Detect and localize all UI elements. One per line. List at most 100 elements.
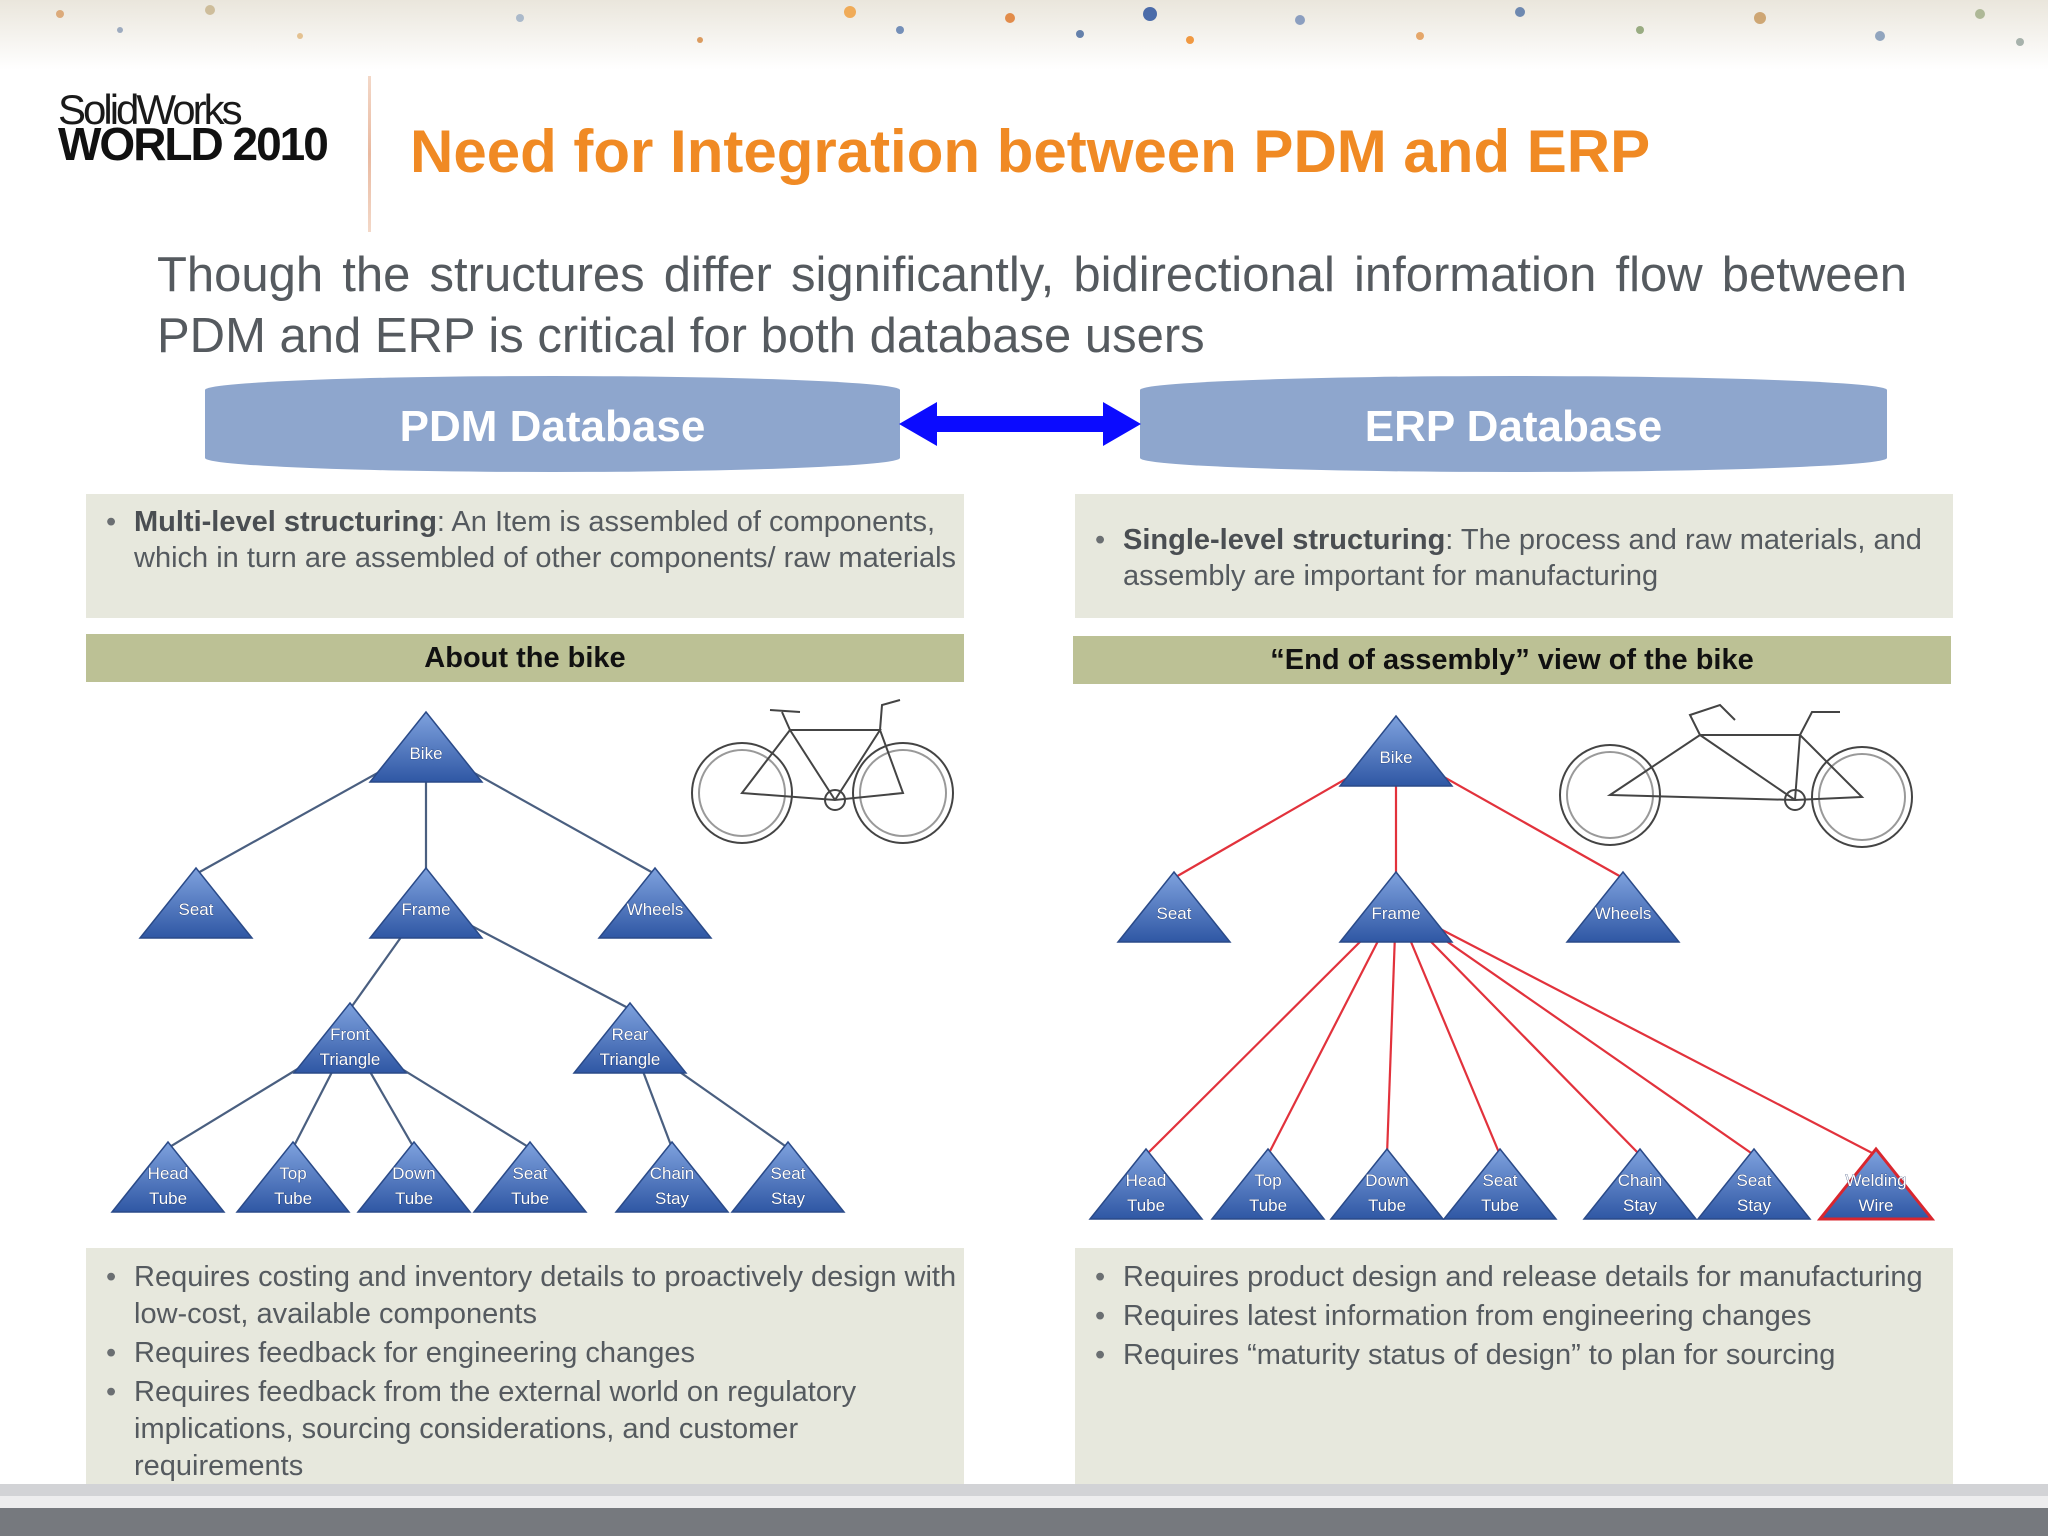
slide-title: Need for Integration between PDM and ERP	[410, 118, 1651, 185]
node-label: Tube	[395, 1189, 433, 1208]
erp-requirement-item: Requires “maturity status of design” to …	[1075, 1337, 1953, 1374]
pdm-node-seat: Seat	[138, 866, 254, 939]
triangle-node-icon	[368, 866, 484, 939]
node-label: Head	[1126, 1171, 1167, 1190]
logo-line-2: WORLD 2010	[58, 118, 329, 170]
node-label: Stay	[1737, 1196, 1772, 1215]
node-label: Tube	[1127, 1196, 1165, 1215]
triangle-node-icon	[572, 1001, 688, 1074]
node-label: Stay	[1623, 1196, 1658, 1215]
erp-structuring-item: Single-level structuring: The process an…	[1075, 522, 1953, 594]
triangle-node-icon	[1088, 1147, 1204, 1220]
erp-structuring-box: Single-level structuring: The process an…	[1075, 494, 1953, 618]
node-label: Wheels	[627, 900, 684, 919]
node-label: Wire	[1859, 1196, 1894, 1215]
decorative-top-band	[0, 0, 2048, 70]
pdm-bicycle-icon	[691, 699, 954, 844]
triangle-node-icon	[597, 866, 713, 939]
erp-node-wheels: Wheels	[1565, 870, 1681, 943]
node-label: Wheels	[1595, 904, 1652, 923]
triangle-node-icon	[235, 1140, 351, 1213]
triangle-node-icon	[1565, 870, 1681, 943]
triangle-node-icon	[1696, 1147, 1812, 1220]
triangle-node-icon	[1816, 1146, 1936, 1221]
node-label: Stay	[771, 1189, 806, 1208]
erp-requirement-item: Requires latest information from enginee…	[1075, 1298, 1953, 1335]
node-label: Seat	[771, 1164, 806, 1183]
triangle-node-icon	[356, 1140, 472, 1213]
node-label: Welding	[1845, 1171, 1906, 1190]
pdm-structuring-item: Multi-level structuring: An Item is asse…	[86, 504, 964, 576]
node-label: Seat	[1737, 1171, 1772, 1190]
node-label: Bike	[1379, 748, 1412, 767]
node-label: Seat	[179, 900, 214, 919]
node-label: Top	[1254, 1171, 1281, 1190]
triangle-node-icon	[472, 1140, 588, 1213]
tree-edge	[1145, 905, 1397, 1156]
node-label: Frame	[1371, 904, 1420, 923]
bidirectional-arrow-icon	[899, 402, 1141, 446]
triangle-node-icon	[1329, 1147, 1445, 1220]
pdm-node-wheels: Wheels	[597, 866, 713, 939]
node-label: Rear	[612, 1025, 649, 1044]
triangle-node-icon	[1338, 870, 1454, 943]
erp-requirement-item: Requires product design and release deta…	[1075, 1259, 1953, 1296]
node-label: Head	[148, 1164, 189, 1183]
erp-database-label: ERP Database	[1140, 376, 1887, 472]
pdm-database-label: PDM Database	[205, 376, 900, 472]
triangle-node-icon	[1116, 870, 1232, 943]
node-label: Seat	[1157, 904, 1192, 923]
node-label: Chain	[650, 1164, 694, 1183]
erp-node-frame: Frame	[1338, 870, 1454, 943]
pdm-requirement-item: Requires feedback from the external worl…	[86, 1374, 964, 1485]
erp-node-seat: Seat	[1116, 870, 1232, 943]
node-label: Down	[392, 1164, 435, 1183]
pdm-node-frame: Frame	[368, 866, 484, 939]
pdm-node-bike: Bike	[368, 710, 484, 783]
node-label: Tube	[1368, 1196, 1406, 1215]
node-label: Tube	[1249, 1196, 1287, 1215]
node-label: Tube	[511, 1189, 549, 1208]
triangle-node-icon	[110, 1140, 226, 1213]
tree-edge	[1267, 905, 1397, 1156]
triangle-node-icon	[1442, 1147, 1558, 1220]
triangle-node-icon	[730, 1140, 846, 1213]
node-label: Seat	[1483, 1171, 1518, 1190]
node-label: Tube	[274, 1189, 312, 1208]
pdm-requirement-item: Requires feedback for engineering change…	[86, 1335, 964, 1372]
triangle-node-icon	[1582, 1147, 1698, 1220]
pdm-tree-header: About the bike	[86, 634, 964, 682]
erp-bicycle-icon	[1559, 703, 1913, 848]
node-label: Triangle	[320, 1050, 381, 1069]
node-label: Seat	[513, 1164, 548, 1183]
tree-edge	[1395, 905, 1641, 1156]
tree-edge	[1394, 905, 1502, 1156]
node-label: Chain	[1618, 1171, 1662, 1190]
tree-edge	[1395, 905, 1755, 1156]
node-label: Top	[279, 1164, 306, 1183]
triangle-node-icon	[292, 1001, 408, 1074]
pdm-requirements-box: Requires costing and inventory details t…	[86, 1248, 964, 1484]
erp-tree-header: “End of assembly” view of the bike	[1073, 636, 1951, 684]
decorative-footer-stripe	[0, 1484, 2048, 1536]
node-label: Front	[330, 1025, 370, 1044]
triangle-node-icon	[1210, 1147, 1326, 1220]
node-label: Tube	[149, 1189, 187, 1208]
logo-line-1: SolidWorks	[58, 86, 243, 133]
node-label: Triangle	[600, 1050, 661, 1069]
node-label: Tube	[1481, 1196, 1519, 1215]
